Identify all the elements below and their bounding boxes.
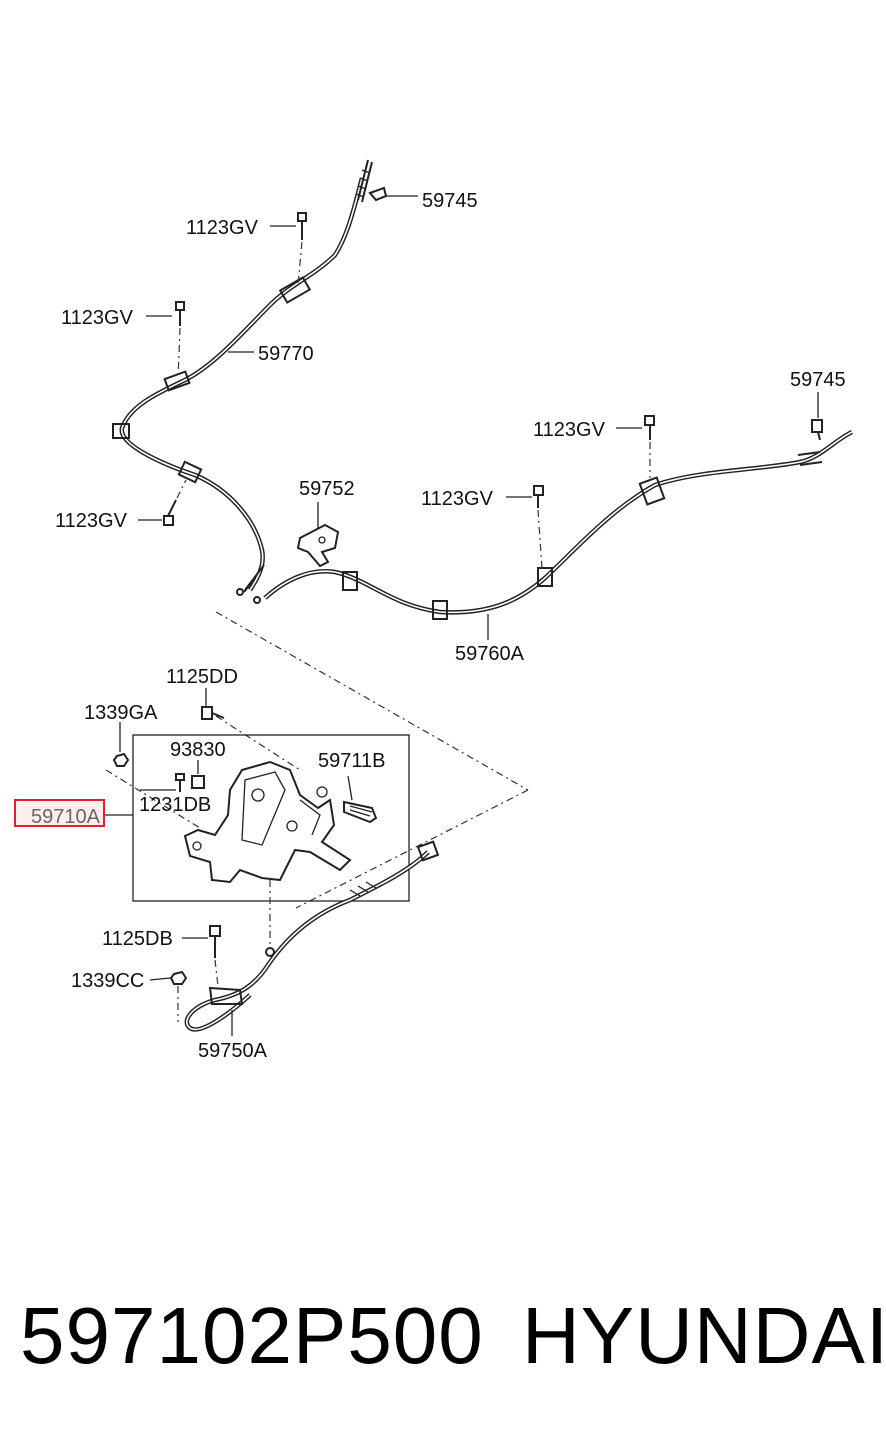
callout-1123gv-b: 1123GV — [61, 307, 134, 329]
lower-cable-59750a — [184, 840, 440, 1032]
connection-line-nut — [105, 769, 201, 829]
callout-1125db: 1125DB — [102, 928, 173, 950]
pedal-assembly-box — [132, 734, 410, 902]
callout-59745-right: 59745 — [790, 369, 846, 391]
callout-59745-top: 59745 — [422, 190, 478, 212]
callout-59760a: 59760A — [455, 643, 525, 665]
bolt-1231db — [175, 773, 185, 792]
callout-1339ga: 1339GA — [84, 702, 158, 724]
rear-cable-59760a — [253, 429, 854, 620]
callout-93830: 93830 — [170, 739, 226, 761]
callout-59711b: 59711B — [318, 750, 385, 772]
callout-1231db: 1231DB — [139, 794, 211, 816]
callout-1123gv-a: 1123GV — [186, 217, 259, 239]
bolt-1125dd — [201, 706, 225, 720]
connection-line-lower — [295, 789, 529, 909]
callout-1125dd: 1125DD — [166, 666, 238, 688]
leader-lines — [104, 195, 819, 1036]
callout-59750a: 59750A — [198, 1040, 268, 1062]
bracket-59752 — [296, 523, 340, 568]
callout-1123gv-c: 1123GV — [533, 419, 606, 441]
bolt-1123gv-e — [163, 479, 187, 526]
callout-1123gv-e: 1123GV — [55, 510, 128, 532]
bolt-1123gv-a — [297, 212, 307, 286]
callout-1123gv-d: 1123GV — [421, 488, 494, 510]
callout-1339cc: 1339CC — [71, 970, 144, 992]
footer-caption: 597102P500 HYUNDAI — [0, 1290, 886, 1400]
stopper-93830 — [191, 775, 205, 789]
clip-59745-top — [368, 186, 388, 202]
highlight-box-59710a — [14, 799, 105, 827]
callout-59710a: 59710A — [31, 806, 101, 828]
nut-1339cc — [169, 970, 188, 1022]
front-cable-59770 — [112, 159, 373, 596]
bolt-1125db — [209, 925, 221, 987]
connection-line-bolt — [215, 715, 301, 771]
part-number: 597102P500 — [20, 1291, 484, 1380]
clip-59745-right — [811, 419, 823, 441]
nut-1339ga — [112, 752, 130, 767]
bolt-1123gv-c — [644, 415, 655, 478]
callout-59752: 59752 — [299, 478, 355, 500]
bolt-1123gv-d — [533, 485, 544, 569]
pedal-assembly-59710a — [183, 760, 352, 884]
bolt-1123gv-b — [175, 301, 185, 379]
brand-name: HYUNDAI — [522, 1291, 886, 1380]
callout-59770: 59770 — [258, 343, 314, 365]
pedal-pad-59711b — [343, 800, 378, 824]
